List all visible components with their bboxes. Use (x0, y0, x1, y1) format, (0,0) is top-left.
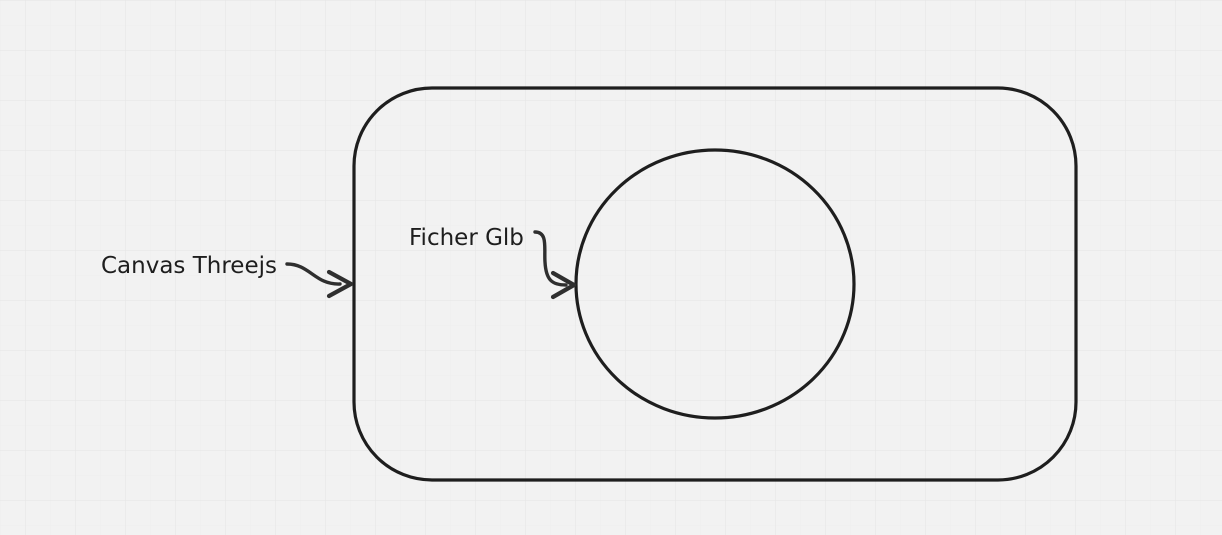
ficher-glb-label[interactable]: Ficher Glb (409, 225, 524, 251)
canvas-threejs-connector[interactable] (285, 262, 342, 286)
ficher-glb-arrowhead (550, 270, 577, 300)
canvas-threejs-arrowhead (326, 269, 354, 299)
glb-file-circle[interactable] (574, 148, 856, 420)
canvas-threejs-label[interactable]: Canvas Threejs (101, 253, 277, 279)
canvas-threejs-box[interactable] (352, 86, 1078, 482)
ficher-glb-connector[interactable] (533, 230, 568, 287)
